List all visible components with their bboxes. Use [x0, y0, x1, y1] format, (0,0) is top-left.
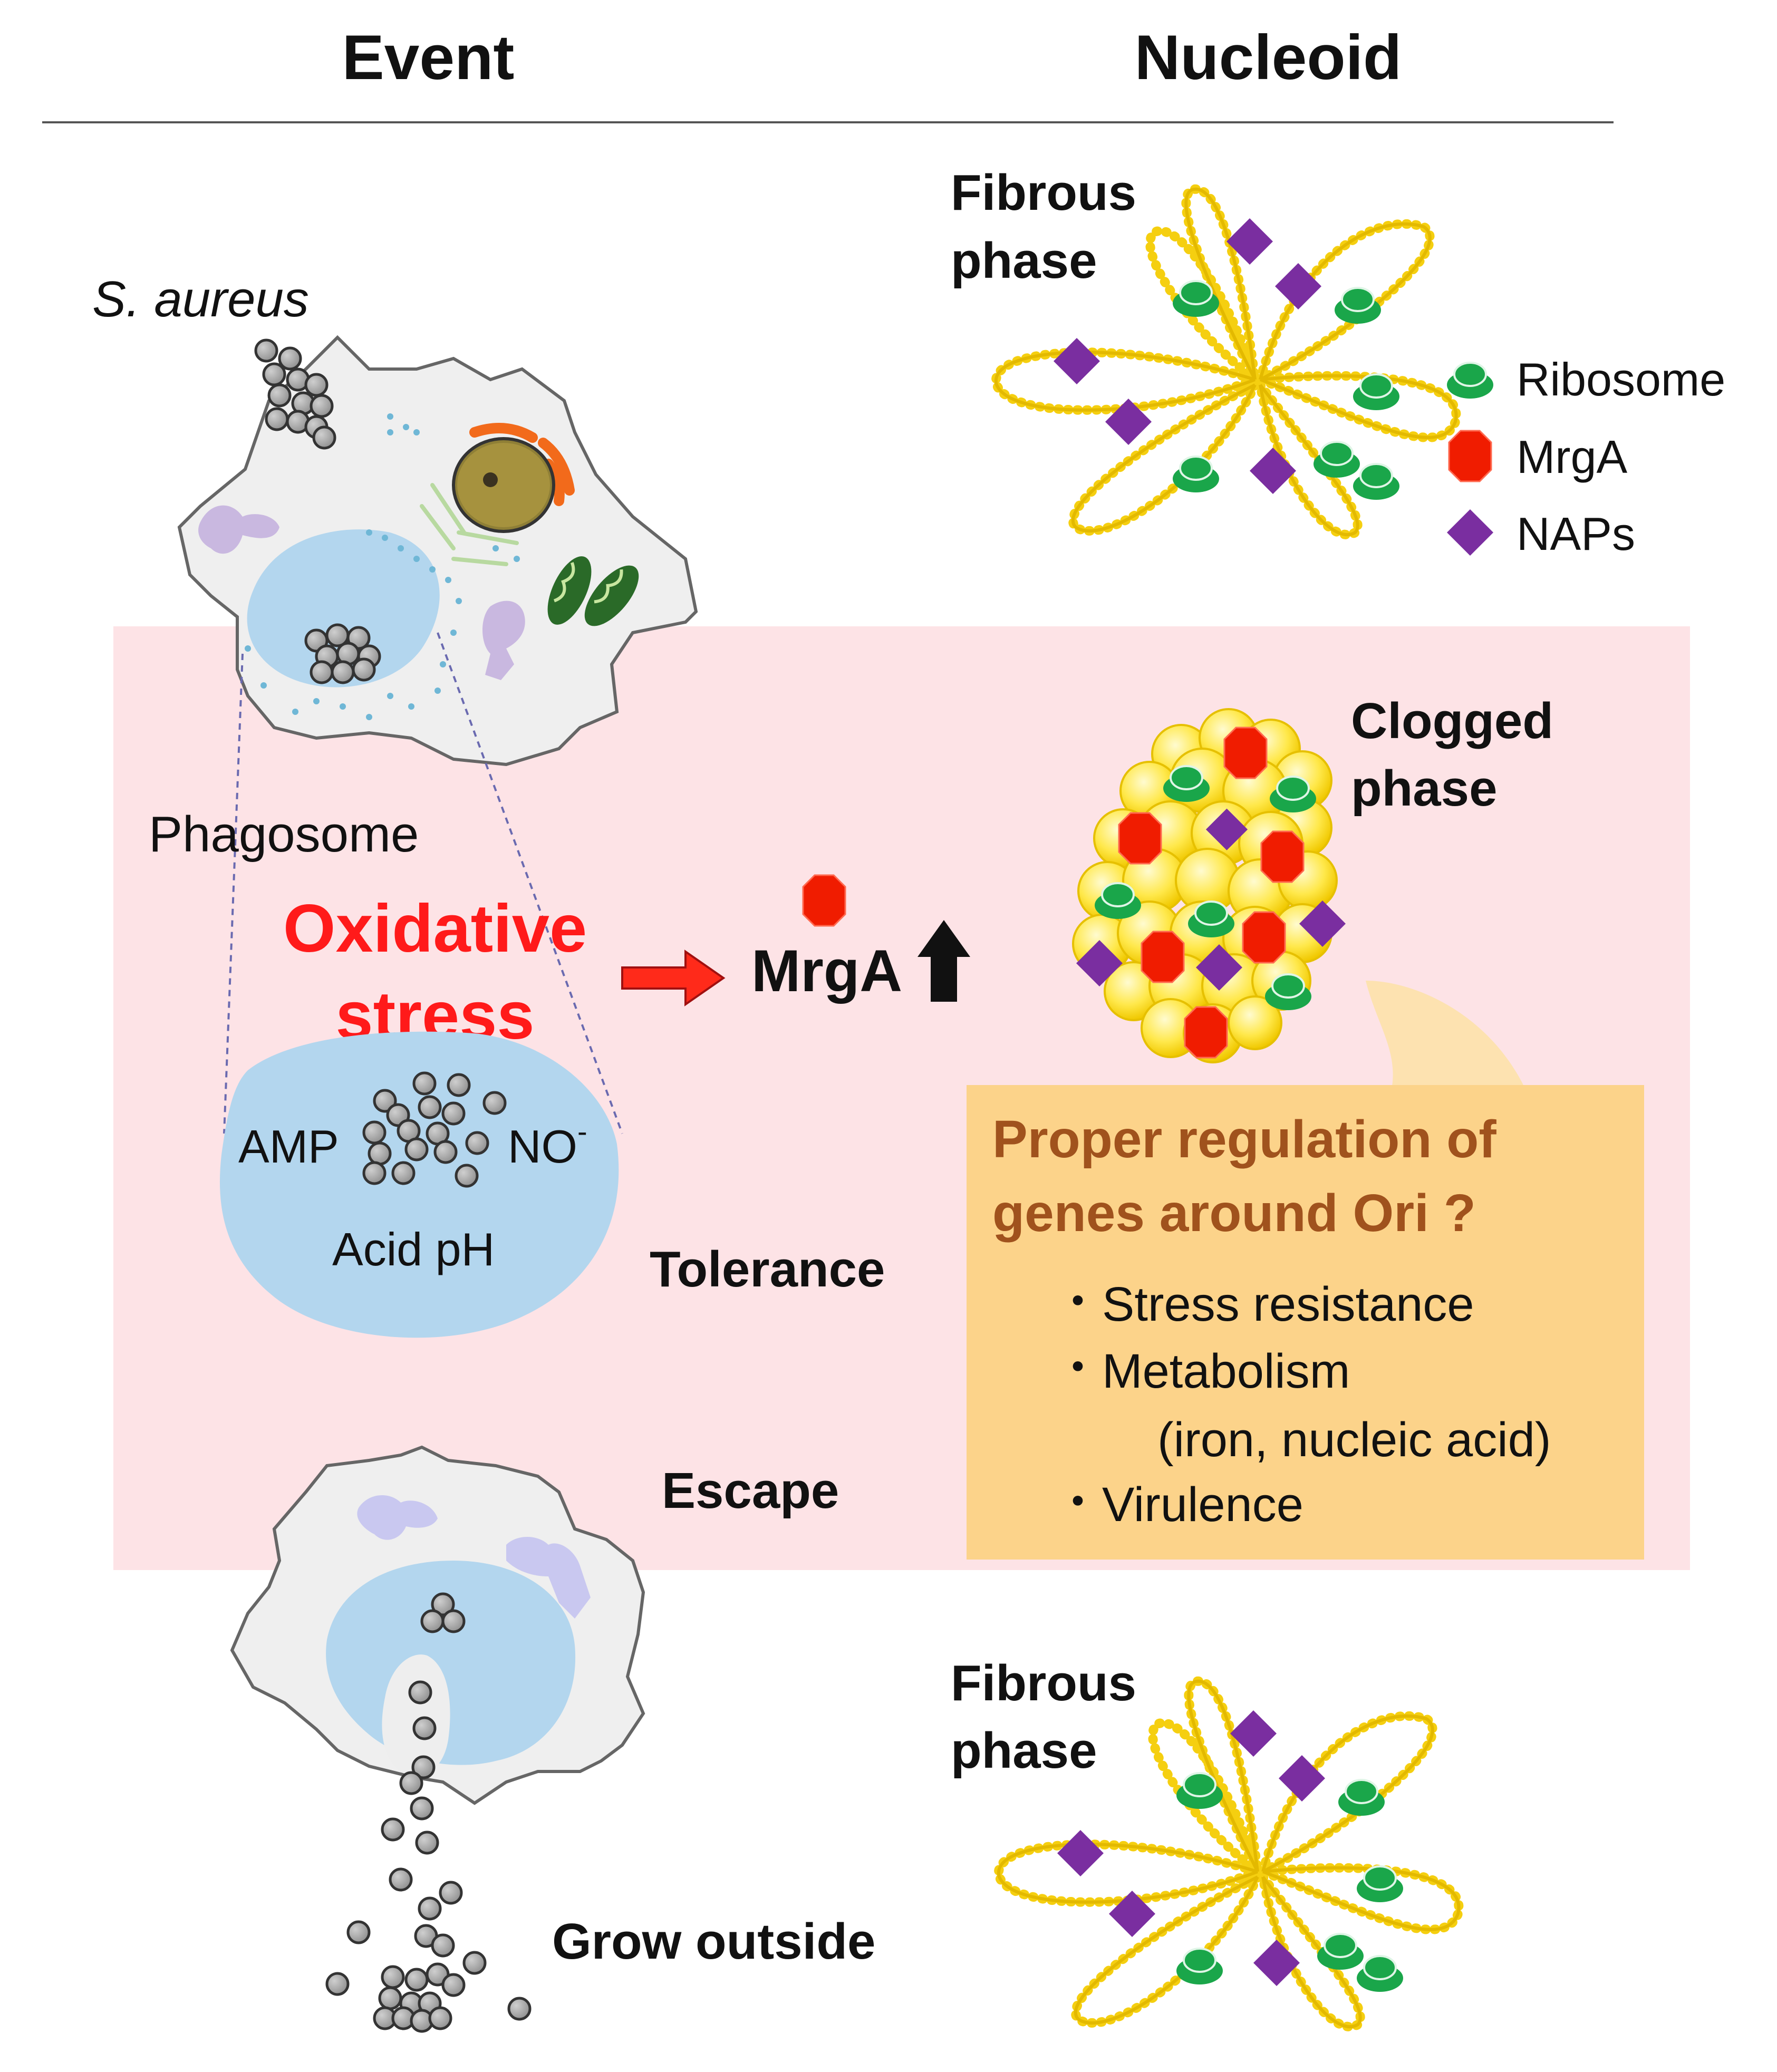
callout-title-line2: genes around Ori ?	[992, 1184, 1476, 1243]
legend-naps-label: NAPs	[1517, 508, 1635, 560]
fibrous-bottom-label-2: phase	[951, 1722, 1097, 1779]
fibrous-top-label-2: phase	[951, 233, 1097, 289]
up-arrow-icon	[918, 920, 970, 1002]
callout-item-metabolism-sub: (iron, nucleic acid)	[1157, 1413, 1551, 1467]
zoom-lines	[223, 632, 623, 1134]
escape-label: Escape	[662, 1463, 839, 1519]
header-nucleoid: Nucleoid	[1135, 22, 1402, 93]
callout-title-line1: Proper regulation of	[992, 1110, 1496, 1169]
clogged-label-2: phase	[1351, 760, 1497, 817]
nucleoid-fibrous-top	[991, 184, 1461, 540]
tolerance-label: Tolerance	[650, 1241, 885, 1298]
legend-mrga-icon	[1448, 430, 1492, 482]
nucleoid-fibrous-bottom	[993, 1676, 1464, 2032]
grow-outside-label: Grow outside	[552, 1913, 875, 1970]
species-label: S. aureus	[92, 271, 309, 327]
legend-mrga-label: MrgA	[1517, 431, 1628, 483]
nucleoid-clogged	[1072, 708, 1346, 1063]
oxidative-stress-line1: Oxidative	[283, 891, 587, 966]
legend-ribosome-label: Ribosome	[1517, 353, 1725, 405]
fibrous-top-label-1: Fibrous	[951, 164, 1136, 221]
callout-item-metabolism: Metabolism	[1102, 1344, 1350, 1398]
legend-ribosome-icon	[1446, 362, 1494, 400]
mrga-up-label: MrgA	[751, 938, 902, 1004]
callout-item-stress: Stress resistance	[1102, 1277, 1474, 1331]
callout-tail	[1366, 981, 1524, 1086]
phagosome-label: Phagosome	[149, 806, 419, 863]
callout-box	[967, 1085, 1644, 1560]
acid-ph-label: Acid pH	[332, 1223, 495, 1275]
callout-item-virulence: Virulence	[1102, 1478, 1303, 1532]
mrga-hexagon-single	[802, 874, 846, 927]
red-arrow	[621, 950, 726, 1006]
macrophage-top	[177, 335, 698, 767]
no-label: NO-	[508, 1115, 587, 1173]
header-event: Event	[342, 22, 515, 93]
macrophage-bottom	[230, 1445, 645, 1805]
callout-bullet-1: ・	[1055, 1276, 1101, 1328]
legend-naps-icon	[1447, 509, 1493, 556]
clogged-label-1: Clogged	[1351, 693, 1553, 749]
fibrous-bottom-label-1: Fibrous	[951, 1655, 1136, 1711]
callout-bullet-2: ・	[1055, 1342, 1101, 1394]
legend: Ribosome MrgA NAPs	[1446, 353, 1725, 560]
phagosome-enlarged	[219, 1031, 619, 1338]
callout-bullet-3: ・	[1055, 1476, 1101, 1528]
amp-label: AMP	[238, 1120, 339, 1173]
